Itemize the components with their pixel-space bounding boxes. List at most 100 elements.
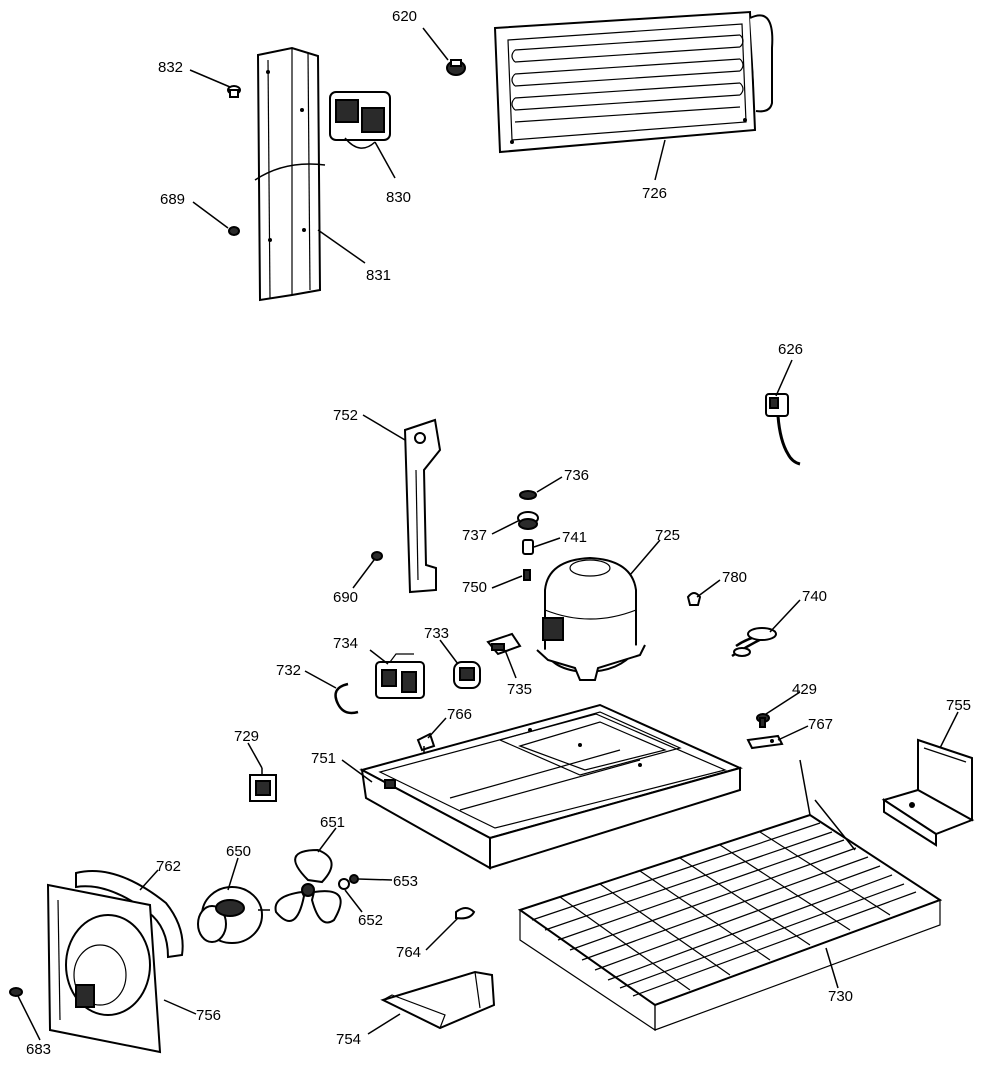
- part-620-valve: [446, 59, 466, 76]
- part-726-condenser: [493, 10, 774, 154]
- label-736: 736: [564, 467, 589, 484]
- part-752-bracket: [403, 418, 442, 594]
- part-683-screw: [9, 987, 23, 997]
- part-651-fan-blade: [274, 848, 342, 924]
- label-734: 734: [333, 635, 358, 652]
- leader-766: [427, 717, 447, 739]
- label-626: 626: [778, 341, 803, 358]
- part-725-compressor: [536, 556, 646, 681]
- part-734-relay: [375, 653, 425, 699]
- part-741-sleeve: [522, 539, 534, 555]
- label-733: 733: [424, 625, 449, 642]
- leader-830: [374, 141, 396, 179]
- leader-429: [765, 691, 801, 715]
- label-750: 750: [462, 579, 487, 596]
- label-740: 740: [802, 588, 827, 605]
- leader-689: [192, 201, 229, 229]
- leader-730: [825, 947, 839, 989]
- label-653: 653: [393, 873, 418, 890]
- leader-729: [247, 742, 263, 769]
- label-780: 780: [722, 569, 747, 586]
- leader-690: [352, 559, 375, 589]
- part-832-screw: [227, 85, 241, 98]
- leader-620: [422, 27, 449, 61]
- label-690: 690: [333, 589, 358, 606]
- leader-652: [344, 889, 363, 913]
- label-689: 689: [160, 191, 185, 208]
- label-762: 762: [156, 858, 181, 875]
- leader-741: [533, 537, 561, 548]
- leader-756: [163, 999, 197, 1015]
- leader-651: [317, 827, 337, 853]
- label-652: 652: [358, 912, 383, 929]
- part-730-coil: [517, 759, 943, 1032]
- leader-764: [425, 917, 459, 951]
- leader-683: [17, 995, 41, 1041]
- part-732-clip: [334, 682, 359, 715]
- leader-755: [939, 711, 959, 749]
- label-732: 732: [276, 662, 301, 679]
- part-689-screw: [228, 226, 240, 236]
- part-830-bracket: [329, 91, 391, 149]
- leader-732: [304, 670, 337, 689]
- label-831: 831: [366, 267, 391, 284]
- label-726: 726: [642, 185, 667, 202]
- part-736-clip: [519, 490, 537, 500]
- label-754: 754: [336, 1031, 361, 1048]
- leader-831: [317, 229, 366, 264]
- label-725: 725: [655, 527, 680, 544]
- part-751-base-pan: [359, 703, 743, 870]
- leader-653: [357, 878, 393, 881]
- label-683: 683: [26, 1041, 51, 1058]
- leader-737: [491, 519, 521, 535]
- label-429: 429: [792, 681, 817, 698]
- part-750-bolt: [523, 569, 531, 581]
- leader-726: [654, 139, 666, 181]
- part-735-cover: [486, 632, 522, 656]
- part-755-bracket: [881, 738, 975, 847]
- label-730: 730: [828, 988, 853, 1005]
- label-766: 766: [447, 706, 472, 723]
- leader-754: [367, 1013, 401, 1035]
- label-620: 620: [392, 8, 417, 25]
- leader-725: [629, 539, 661, 576]
- part-429-screw: [756, 713, 770, 728]
- leader-736: [536, 476, 563, 493]
- part-762-shroud-cover: [75, 870, 184, 959]
- part-780-clip: [686, 592, 702, 606]
- label-756: 756: [196, 1007, 221, 1024]
- label-735: 735: [507, 681, 532, 698]
- label-755: 755: [946, 697, 971, 714]
- part-737-grommet: [517, 511, 539, 530]
- leader-750: [491, 575, 523, 589]
- leader-752: [362, 414, 406, 441]
- label-764: 764: [396, 944, 421, 961]
- part-733-overload: [453, 661, 481, 689]
- label-729: 729: [234, 728, 259, 745]
- label-737: 737: [462, 527, 487, 544]
- leader-735: [504, 649, 517, 679]
- label-832: 832: [158, 59, 183, 76]
- label-751: 751: [311, 750, 336, 767]
- leader-626: [775, 359, 793, 397]
- leader-650: [227, 857, 239, 891]
- part-756-fan-shroud: [46, 883, 162, 1054]
- part-831-channel: [254, 46, 326, 302]
- leader-762: [139, 869, 159, 891]
- leader-751: [341, 759, 373, 783]
- part-767-clamp: [746, 734, 784, 750]
- part-652-washer: [338, 878, 350, 890]
- leader-733: [439, 639, 459, 665]
- label-741: 741: [562, 529, 587, 546]
- leader-832: [189, 69, 231, 88]
- part-740-harness: [731, 627, 777, 658]
- part-764-clip: [455, 907, 476, 920]
- leader-767: [777, 725, 809, 741]
- label-767: 767: [808, 716, 833, 733]
- part-754-tray: [380, 970, 496, 1030]
- label-752: 752: [333, 407, 358, 424]
- part-labels: 832 620 830 726 689 831 626 752 736 737 …: [26, 8, 971, 1058]
- part-626-cord: [765, 393, 801, 466]
- label-830: 830: [386, 189, 411, 206]
